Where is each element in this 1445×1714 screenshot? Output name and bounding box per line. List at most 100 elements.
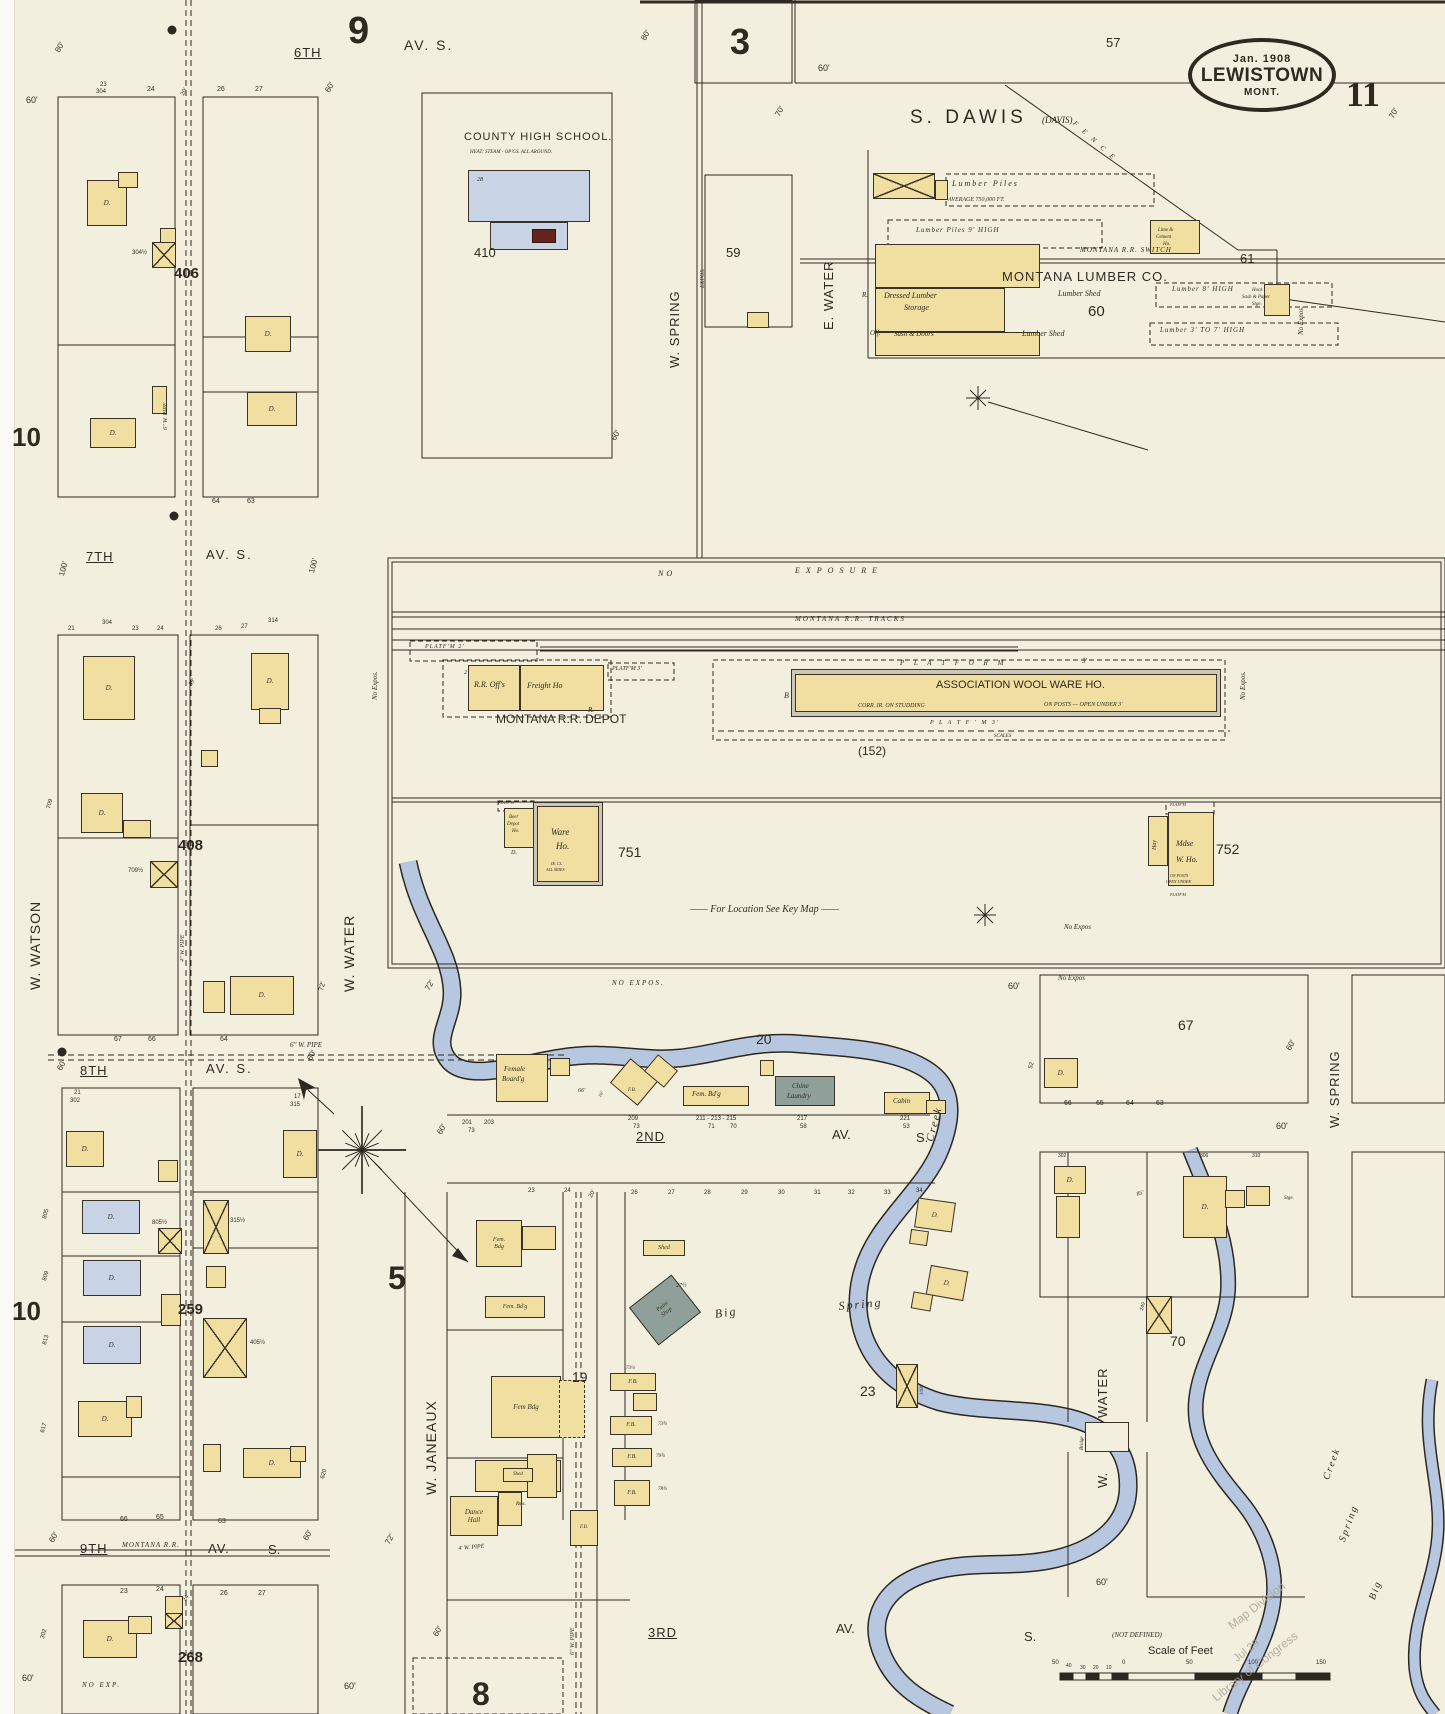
building (532, 229, 556, 243)
map-label: AVERAGE 750,000 FT. (948, 197, 1005, 203)
map-label: 302 (1058, 1153, 1067, 1159)
street-e-water: E. WATER (821, 260, 836, 330)
building-label: D. (103, 198, 111, 207)
building (128, 1616, 152, 1634)
building (873, 173, 935, 199)
building-label: Fem.Bdg (492, 1236, 506, 1250)
map-label: Off. (870, 329, 881, 337)
survey-dot-icon (169, 511, 179, 521)
scale-bar (1059, 1672, 1331, 1681)
map-label: 1086 (920, 1385, 925, 1395)
block-outline (1351, 974, 1445, 1104)
building-label: F.B. (580, 1525, 588, 1531)
building-f-b: F.B. (612, 1448, 652, 1467)
building-f-b: F.B. (614, 1480, 650, 1506)
block-number-9: 9 (348, 10, 370, 52)
water-pipe-label: 4" W. PIPE (180, 934, 186, 962)
map-label: Ho. (1163, 242, 1171, 247)
map-label: S. (1024, 1629, 1037, 1644)
block-number-259: 259 (178, 1301, 204, 1318)
building-label: Fem. Bd'g (502, 1303, 528, 1310)
map-label: Mdse (1176, 839, 1194, 848)
water-pipe-label: 6" W. PIPE (570, 1627, 576, 1655)
map-label: 304½ (132, 250, 148, 256)
water-pipe-label: 6" W. PIPE (290, 1041, 323, 1049)
block-number-60: 60 (1088, 303, 1105, 320)
map-label: AV. S. (206, 547, 253, 562)
building-label: F.B. (627, 1454, 637, 1461)
block-number-10: 10 (12, 1296, 41, 1326)
map-label: R.R. Off's (474, 680, 505, 689)
building-label: D. (1201, 1202, 1209, 1211)
map-label: 20 (1093, 1665, 1099, 1671)
block-number-406: 406 (174, 265, 200, 282)
building (496, 1054, 548, 1102)
street-2nd-av: 2ND (636, 1129, 666, 1144)
map-label: Laundry (787, 1092, 811, 1100)
map-label: 63 (218, 1518, 226, 1525)
map-label: R. (862, 291, 869, 299)
map-label: PLATF'M (1170, 802, 1186, 807)
block-outline (1039, 1151, 1309, 1298)
building-f-b: F.B. (570, 1510, 598, 1546)
map-label: HEAT: STEAM - OP'GS. ALL AROUND. (470, 150, 553, 155)
montana-rr-label: MONTANA R.R. (122, 1541, 180, 1549)
map-label: F.B. (628, 1088, 636, 1093)
building (126, 1396, 142, 1418)
map-label: 17 (294, 1094, 301, 1100)
stamp-date: Jan. 1908 (1232, 52, 1292, 65)
map-label: Rms. (516, 1502, 526, 1507)
block-number-3: 3 (730, 21, 751, 62)
bridge-label: Bridge (1080, 1436, 1085, 1450)
block-number-268: 268 (178, 1649, 204, 1666)
map-label: 30 (1080, 1665, 1086, 1671)
building-shed: Shed (643, 1240, 685, 1256)
building-label: D. (931, 1210, 939, 1220)
map-label: 201 (462, 1120, 473, 1126)
map-label: 2 (464, 670, 467, 676)
building-label: D. (107, 1212, 115, 1221)
building-d: D. (1054, 1166, 1086, 1194)
building-label: D. (106, 1634, 114, 1643)
building (165, 1613, 183, 1629)
map-label: 24 (147, 86, 155, 93)
building-label: D. (942, 1278, 952, 1288)
building (468, 170, 590, 222)
building-d: D. (1183, 1176, 1227, 1238)
block-outline (391, 561, 1442, 965)
building (537, 806, 599, 882)
building-shed: Shed (503, 1468, 533, 1482)
map-label: No Expos. (371, 671, 379, 700)
building-label: D. (105, 683, 113, 692)
map-label: 28 (477, 177, 483, 183)
block-outline (1351, 1151, 1445, 1298)
map-label: ON POSTS — OPEN UNDER 3' (1044, 702, 1123, 708)
map-label: Storage (904, 303, 929, 312)
street-w-water: WATER (1095, 1367, 1110, 1419)
building-f-b: F.B. (610, 1373, 656, 1391)
map-line (1276, 297, 1445, 323)
map-label: 64 (212, 498, 220, 505)
map-label: PLATF'M (1170, 892, 1186, 897)
map-label: B (784, 691, 789, 700)
building (504, 808, 534, 848)
building (1246, 1186, 1270, 1206)
compass-rose-icon (318, 1106, 406, 1194)
map-label: No Expos. (1239, 671, 1247, 700)
building (158, 1160, 178, 1182)
street-8th-av: 8TH (80, 1063, 108, 1078)
map-label: 217 (797, 1116, 808, 1122)
block-number-8: 8 (472, 1676, 490, 1712)
map-label: 23 (132, 626, 139, 632)
map-label: 24 (564, 1188, 571, 1194)
street-davis-alt: (DAVIS) (1042, 115, 1073, 125)
montana-lumber-co-label: MONTANA LUMBER CO. (1002, 269, 1168, 284)
building (550, 1058, 570, 1076)
creek-label-big: Big (713, 1303, 739, 1321)
stamp-state: MONT. (1243, 86, 1281, 98)
map-label: 0 (1122, 1660, 1126, 1666)
building-d: D. (83, 1326, 141, 1364)
map-label: 310 (1252, 1153, 1261, 1159)
